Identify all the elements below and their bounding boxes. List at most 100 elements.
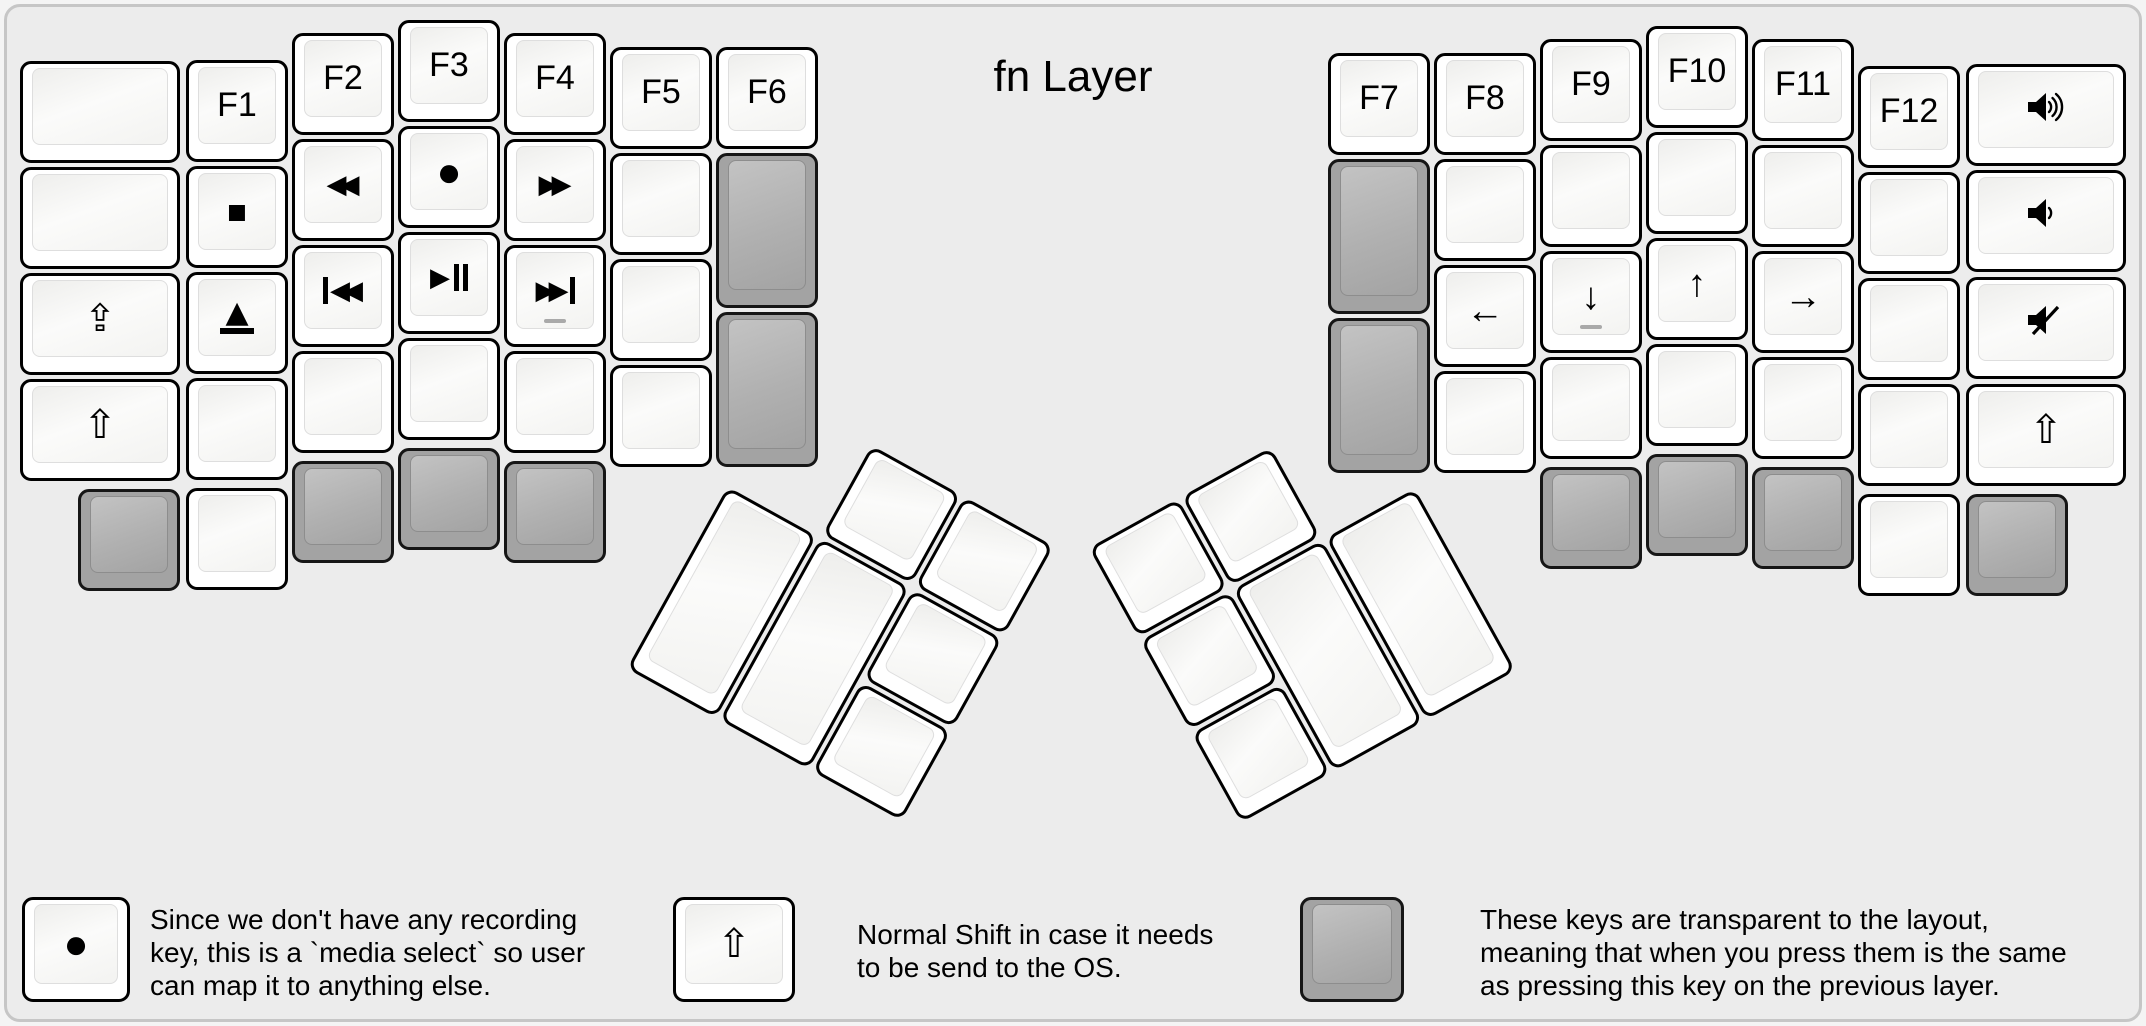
key-blank-left-c6-r3[interactable] bbox=[610, 259, 712, 361]
volume-up-keytop bbox=[1978, 71, 2114, 148]
transparent-keys-note-text-line: as pressing this key on the previous lay… bbox=[1480, 970, 2000, 1001]
key-blank-left-outer-r2[interactable] bbox=[20, 167, 180, 269]
key-caps-lock[interactable]: ⇪ bbox=[20, 273, 180, 375]
key-f4[interactable]: F4 bbox=[504, 33, 606, 135]
key-blank-right-c4-r2[interactable] bbox=[1646, 132, 1748, 234]
normal-shift-note-text-line: Normal Shift in case it needs bbox=[857, 919, 1214, 950]
blank-right-bottom-4-keytop bbox=[1870, 501, 1948, 578]
key-eject[interactable]: ▲ bbox=[186, 272, 288, 374]
key-f1[interactable]: F1 bbox=[186, 60, 288, 162]
legend-record-key-keytop: ● bbox=[34, 904, 118, 984]
record-media-select-keytop: ● bbox=[410, 133, 488, 210]
key-f9[interactable]: F9 bbox=[1540, 39, 1642, 141]
key-blank-right-c3-r4[interactable] bbox=[1540, 357, 1642, 459]
transparent-left-bottom-5-keytop bbox=[516, 468, 594, 545]
key-blank-left-c4-r4[interactable] bbox=[398, 338, 500, 440]
key-f11[interactable]: F11 bbox=[1752, 39, 1854, 141]
blank-left-c2-r4-keytop bbox=[198, 385, 276, 462]
key-arrow-up[interactable]: ↑ bbox=[1646, 238, 1748, 340]
record-icon: ● bbox=[436, 147, 462, 195]
key-shift-right[interactable]: ⇧ bbox=[1966, 384, 2126, 486]
key-blank-right-c6-r3[interactable] bbox=[1858, 278, 1960, 380]
transparent-keys-note-text-line: These keys are transparent to the layout… bbox=[1480, 904, 1989, 935]
key-blank-right-c5-r4[interactable] bbox=[1752, 357, 1854, 459]
key-blank-left-bottom-2[interactable] bbox=[186, 488, 288, 590]
key-arrow-left[interactable]: ← bbox=[1434, 265, 1536, 367]
f4-keytop: F4 bbox=[516, 40, 594, 117]
key-blank-left-outer-r1[interactable] bbox=[20, 61, 180, 163]
f5-keytop: F5 bbox=[622, 54, 700, 131]
shift-icon: ⇧ bbox=[2029, 407, 2063, 452]
blank-left-c6-r4-keytop bbox=[622, 372, 700, 449]
key-blank-right-c2-r4[interactable] bbox=[1434, 371, 1536, 473]
key-transparent-right-inner-tall-1[interactable] bbox=[1328, 159, 1430, 314]
key-transparent-right-bottom-3[interactable] bbox=[1752, 467, 1854, 569]
key-transparent-left-inner-tall-2[interactable] bbox=[716, 312, 818, 467]
blank-right-c3-r2-keytop bbox=[1552, 152, 1630, 229]
key-stop[interactable]: ■ bbox=[186, 166, 288, 268]
key-fast-forward[interactable]: ▶▶ bbox=[504, 139, 606, 241]
blank-right-c2-r2-keytop bbox=[1446, 166, 1524, 243]
key-volume-up[interactable] bbox=[1966, 64, 2126, 166]
key-blank-left-c3-r4[interactable] bbox=[292, 351, 394, 453]
f5-label: F5 bbox=[641, 73, 681, 111]
key-play-pause[interactable]: ▶ bbox=[398, 232, 500, 334]
blank-right-c6-r4-keytop bbox=[1870, 391, 1948, 468]
key-transparent-left-bottom-4[interactable] bbox=[398, 448, 500, 550]
stop-keytop: ■ bbox=[198, 173, 276, 250]
key-transparent-right-bottom-2[interactable] bbox=[1646, 454, 1748, 556]
key-arrow-right[interactable]: → bbox=[1752, 251, 1854, 353]
key-blank-left-c2-r4[interactable] bbox=[186, 378, 288, 480]
f3-label: F3 bbox=[429, 46, 469, 84]
key-rewind[interactable]: ◀◀ bbox=[292, 139, 394, 241]
f7-keytop: F7 bbox=[1340, 60, 1418, 137]
key-transparent-left-bottom-1[interactable] bbox=[78, 489, 180, 591]
key-f3[interactable]: F3 bbox=[398, 20, 500, 122]
legend-shift-key-keytop: ⇧ bbox=[685, 904, 783, 984]
key-blank-left-c5-r4[interactable] bbox=[504, 351, 606, 453]
key-legend-transparent-key bbox=[1300, 897, 1404, 1002]
key-arrow-down[interactable]: ↓ bbox=[1540, 251, 1642, 353]
key-f5[interactable]: F5 bbox=[610, 47, 712, 149]
key-blank-right-c2-r2[interactable] bbox=[1434, 159, 1536, 261]
key-blank-right-c5-r2[interactable] bbox=[1752, 145, 1854, 247]
blank-right-c4-r4-keytop bbox=[1658, 351, 1736, 428]
key-blank-right-c3-r2[interactable] bbox=[1540, 145, 1642, 247]
key-transparent-left-bottom-3[interactable] bbox=[292, 461, 394, 563]
key-f7[interactable]: F7 bbox=[1328, 53, 1430, 155]
key-transparent-right-bottom-1[interactable] bbox=[1540, 467, 1642, 569]
key-shift-left[interactable]: ⇧ bbox=[20, 379, 180, 481]
key-transparent-right-bottom-5[interactable] bbox=[1966, 494, 2068, 596]
f7-label: F7 bbox=[1359, 79, 1399, 117]
play-pause-icon: ▶ bbox=[430, 264, 468, 291]
key-next-track[interactable]: ▶▶ bbox=[504, 245, 606, 347]
key-blank-right-bottom-4[interactable] bbox=[1858, 494, 1960, 596]
key-f2[interactable]: F2 bbox=[292, 33, 394, 135]
f6-label: F6 bbox=[747, 73, 787, 111]
volume-down-icon bbox=[2025, 196, 2067, 235]
arrow-up-icon: ↑ bbox=[1687, 262, 1707, 305]
f2-keytop: F2 bbox=[304, 40, 382, 117]
key-f6[interactable]: F6 bbox=[716, 47, 818, 149]
key-prev-track[interactable]: ◀◀ bbox=[292, 245, 394, 347]
key-blank-right-c6-r2[interactable] bbox=[1858, 172, 1960, 274]
key-f8[interactable]: F8 bbox=[1434, 53, 1536, 155]
next-track-icon: ▶▶ bbox=[536, 277, 575, 304]
prev-track-icon: ◀◀ bbox=[323, 277, 363, 304]
transparent-right-inner-tall-2-keytop bbox=[1340, 325, 1418, 455]
key-blank-left-c6-r4[interactable] bbox=[610, 365, 712, 467]
key-blank-right-c4-r4[interactable] bbox=[1646, 344, 1748, 446]
f1-keytop: F1 bbox=[198, 67, 276, 144]
key-mute[interactable] bbox=[1966, 277, 2126, 379]
key-f10[interactable]: F10 bbox=[1646, 26, 1748, 128]
key-transparent-left-bottom-5[interactable] bbox=[504, 461, 606, 563]
f12-label: F12 bbox=[1879, 92, 1939, 130]
key-blank-left-c6-r2[interactable] bbox=[610, 153, 712, 255]
key-volume-down[interactable] bbox=[1966, 170, 2126, 272]
key-transparent-left-inner-tall-1[interactable] bbox=[716, 153, 818, 308]
key-f12[interactable]: F12 bbox=[1858, 66, 1960, 168]
key-blank-right-c6-r4[interactable] bbox=[1858, 384, 1960, 486]
key-record-media-select[interactable]: ● bbox=[398, 126, 500, 228]
key-transparent-right-inner-tall-2[interactable] bbox=[1328, 318, 1430, 473]
